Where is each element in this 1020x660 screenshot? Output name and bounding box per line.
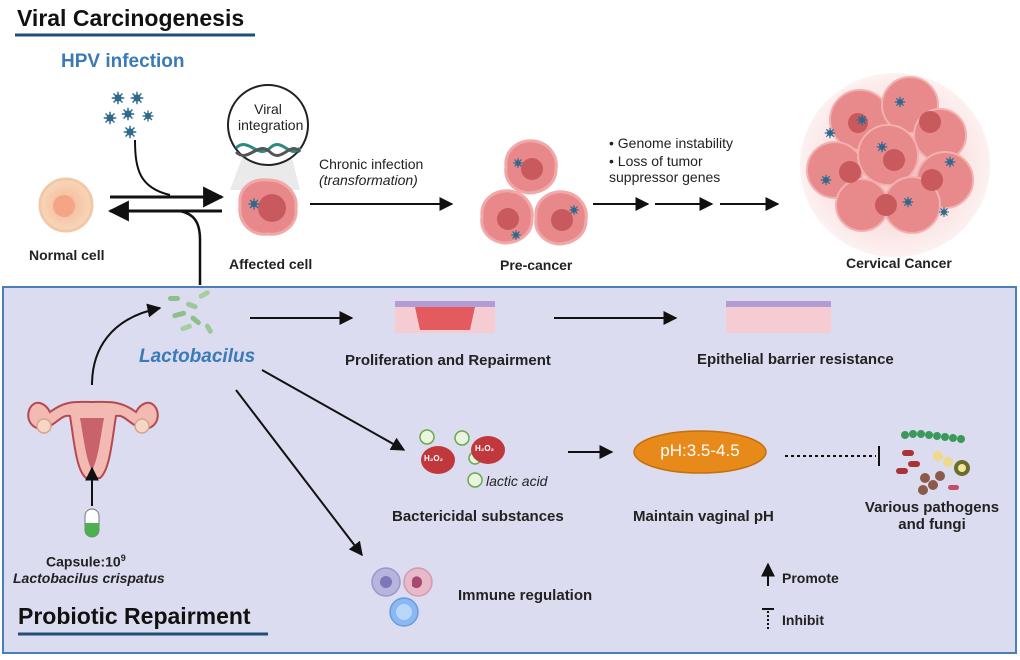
affected-cell-icon	[238, 178, 298, 236]
legend-inhibit-label: Inhibit	[782, 612, 824, 628]
uterus-icon	[27, 400, 159, 479]
bactericidal-substances-icon	[419, 429, 505, 488]
legend-promote-label: Promote	[782, 570, 839, 586]
bottom-title: Probiotic Repairment	[18, 603, 251, 629]
cervical-cancer-cluster-icon	[800, 73, 990, 257]
viral-integration-label: Viral integration	[238, 101, 304, 134]
top-title: Viral Carcinogenesis	[17, 5, 245, 31]
pre-cancer-cells-icon	[480, 139, 588, 246]
pathogens-line2: and fungi	[898, 516, 966, 534]
normal-cell-icon	[38, 177, 94, 233]
chronic-infection-label: Chronic infection (transformation)	[319, 156, 423, 188]
lactobacilus-bacteria-icon	[168, 290, 213, 334]
loss-line2: suppressor genes	[609, 169, 721, 186]
lacto-crispatus-label: Lactobacilus crispatus	[13, 570, 165, 586]
pathogens-label: Various pathogens and fungi	[857, 499, 1007, 534]
lactobacilus-label: Lactobacilus	[139, 346, 256, 367]
epithelial-label: Epithelial barrier resistance	[697, 351, 894, 368]
h2o2-label-2: H₂O₂	[475, 444, 495, 453]
viral-integration-line2: integration	[238, 117, 304, 134]
capsule-icon	[84, 508, 100, 538]
repairing-epithelium-icon	[395, 301, 495, 333]
uterus-to-lactobacilus-arrow	[91, 303, 162, 386]
lactic-acid-label: lactic acid	[486, 473, 548, 489]
lactobacilus-reverse-line	[179, 209, 202, 285]
pre-cancer-label: Pre-cancer	[500, 257, 573, 273]
capsule-text: Capsule:10	[46, 553, 121, 570]
maintain-ph-label: Maintain vaginal pH	[633, 508, 774, 525]
ph-range-label: pH:3.5-4.5	[660, 441, 740, 460]
affected-cell-label: Affected cell	[229, 256, 313, 272]
hpv-infection-label: HPV infection	[61, 51, 185, 72]
viral-integration-icon	[227, 84, 309, 190]
genome-instability-label: • Genome instability	[609, 135, 733, 151]
loss-line1: • Loss of tumor	[609, 153, 703, 169]
virus-entry-line	[134, 139, 171, 196]
pathogens-line1: Various pathogens	[864, 499, 1000, 516]
capsule-label: Capsule:109	[46, 553, 126, 570]
immune-regulation-label: Immune regulation	[458, 587, 593, 604]
intact-epithelium-icon	[726, 301, 831, 333]
capsule-sup: 9	[120, 553, 126, 563]
chronic-infection-line2: (transformation)	[319, 172, 418, 189]
viral-integration-line1: Viral	[254, 101, 282, 117]
chronic-infection-line1: Chronic infection	[319, 156, 424, 172]
normal-cell-label: Normal cell	[29, 247, 105, 263]
cervical-cancer-label: Cervical Cancer	[846, 255, 952, 271]
lactobacilus-to-bactericidal-arrow	[261, 369, 406, 451]
h2o2-label-1: H₂O₂	[424, 454, 444, 463]
hpv-virus-cluster-icon	[102, 90, 155, 140]
loss-tumor-suppressor-label: • Loss of tumor suppressor genes	[609, 153, 720, 185]
immune-cells-icon	[371, 567, 433, 627]
proliferation-label: Proliferation and Repairment	[345, 352, 551, 369]
lactobacilus-to-immune-arrow	[235, 389, 363, 557]
ph-range-badge	[633, 430, 767, 474]
pathogens-fungi-icon	[896, 430, 970, 495]
bactericidal-label: Bactericidal substances	[392, 508, 564, 525]
probiotic-panel	[2, 286, 1017, 654]
